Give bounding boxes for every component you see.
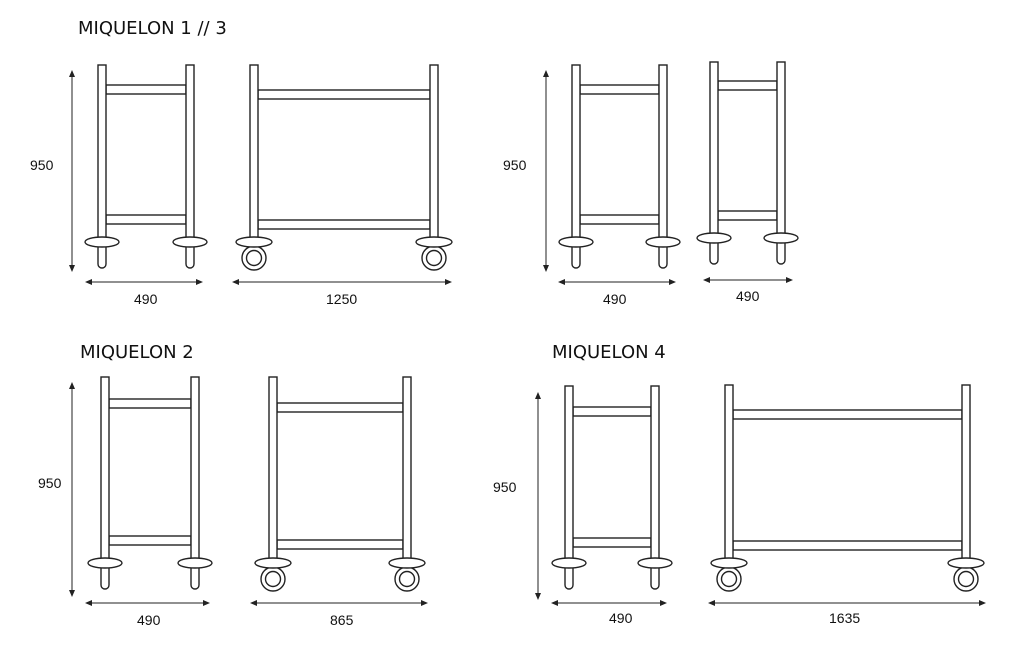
shelf	[257, 89, 431, 100]
shelf	[572, 406, 652, 417]
wheel-hub	[720, 570, 738, 588]
post	[961, 384, 971, 562]
arrow-head	[69, 382, 75, 389]
arrow-head	[535, 593, 541, 600]
shelf	[108, 535, 192, 546]
shelf	[717, 210, 778, 221]
width-label: 1635	[829, 610, 860, 626]
arrow-head	[551, 600, 558, 606]
post	[776, 61, 786, 237]
height-label: 950	[493, 479, 517, 495]
post	[185, 64, 195, 241]
caster-plate	[710, 557, 748, 569]
arrow-head	[85, 279, 92, 285]
arrow-head	[660, 600, 667, 606]
width-label: 865	[330, 612, 354, 628]
caster-plate	[235, 236, 273, 248]
post	[97, 64, 107, 241]
wheel-hub	[425, 249, 443, 267]
arrow-head	[543, 265, 549, 272]
arrow-head	[421, 600, 428, 606]
width-label: 490	[736, 288, 760, 304]
wheel-hub	[264, 570, 282, 588]
shelf	[276, 539, 404, 550]
shelf	[105, 84, 187, 95]
foot-plate	[637, 557, 673, 569]
post	[268, 376, 278, 562]
arrow-head	[979, 600, 986, 606]
height-label: 950	[503, 157, 527, 173]
caster-plate	[254, 557, 292, 569]
arrow-head	[703, 277, 710, 283]
width-label: 490	[134, 291, 158, 307]
arrow-head	[69, 70, 75, 77]
title-miquelon-1-3: MIQUELON 1 // 3	[78, 18, 227, 39]
foot-plate	[551, 557, 587, 569]
post	[402, 376, 412, 562]
arrow-head	[250, 600, 257, 606]
width-label: 490	[137, 612, 161, 628]
shelf	[717, 80, 778, 91]
wheel-hub	[398, 570, 416, 588]
wheel-hub	[957, 570, 975, 588]
shelf	[579, 214, 660, 225]
arrow-head	[708, 600, 715, 606]
arrow-head	[786, 277, 793, 283]
arrow-head	[203, 600, 210, 606]
foot-plate	[177, 557, 213, 569]
arrow-head	[558, 279, 565, 285]
post	[100, 376, 110, 562]
title-miquelon-4: MIQUELON 4	[552, 342, 666, 363]
arrow-head	[85, 600, 92, 606]
post	[190, 376, 200, 562]
width-label: 1250	[326, 291, 357, 307]
caster-plate	[415, 236, 453, 248]
foot-plate	[84, 236, 120, 248]
arrow-head	[535, 392, 541, 399]
post	[571, 64, 581, 241]
post	[650, 385, 660, 562]
trolley-shapes	[69, 61, 986, 606]
shelf	[732, 540, 963, 551]
wheel-hub	[245, 249, 263, 267]
shelf	[257, 219, 431, 230]
width-label: 490	[603, 291, 627, 307]
shelf	[108, 398, 192, 409]
foot-plate	[87, 557, 123, 569]
arrow-head	[196, 279, 203, 285]
arrow-head	[445, 279, 452, 285]
shelf	[732, 409, 963, 420]
post	[658, 64, 668, 241]
post	[709, 61, 719, 237]
title-miquelon-2: MIQUELON 2	[80, 342, 194, 363]
post	[249, 64, 259, 241]
arrow-head	[232, 279, 239, 285]
width-label: 490	[609, 610, 633, 626]
foot-plate	[763, 232, 799, 244]
shelf	[105, 214, 187, 225]
shelf	[572, 537, 652, 548]
arrow-head	[69, 265, 75, 272]
post	[564, 385, 574, 562]
height-label: 950	[38, 475, 62, 491]
arrow-head	[69, 590, 75, 597]
post	[724, 384, 734, 562]
post	[429, 64, 439, 241]
arrow-head	[543, 70, 549, 77]
foot-plate	[172, 236, 208, 248]
caster-plate	[388, 557, 426, 569]
caster-plate	[947, 557, 985, 569]
height-label: 950	[30, 157, 54, 173]
foot-plate	[696, 232, 732, 244]
foot-plate	[558, 236, 594, 248]
shelf	[276, 402, 404, 413]
arrow-head	[669, 279, 676, 285]
shelf	[579, 84, 660, 95]
foot-plate	[645, 236, 681, 248]
